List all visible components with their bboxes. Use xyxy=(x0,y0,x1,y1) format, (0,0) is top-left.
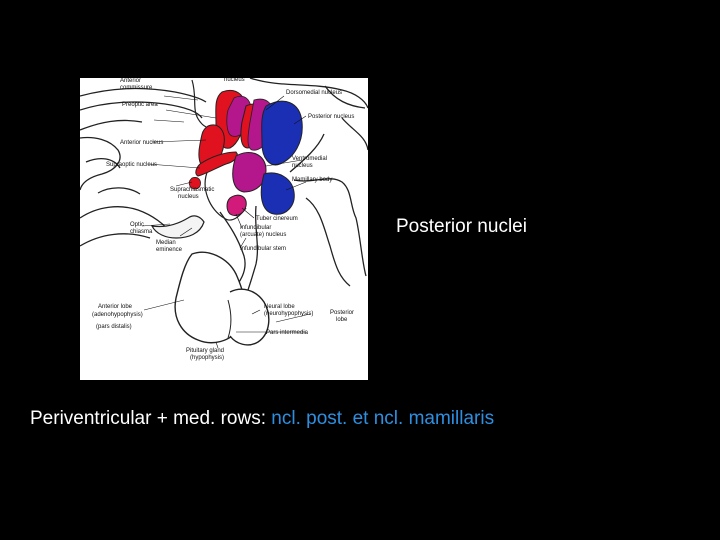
label-infundibular-2: (arcuate) nucleus xyxy=(240,232,286,238)
label-anterior-commissure-1: Anterior xyxy=(120,78,141,84)
nuclei xyxy=(188,90,303,217)
label-anterior-commissure-2: commissure xyxy=(120,85,153,91)
label-anterior-lobe-3: (pars distalis) xyxy=(96,324,132,330)
ventromedial-purple-nucleus xyxy=(232,152,267,193)
infundibular-magenta-nucleus xyxy=(226,194,247,217)
pituitary-anterior-lobe xyxy=(174,251,246,344)
label-tuber-cinereum: Tuber cinereum xyxy=(256,216,298,222)
label-optic-chiasma-2: chiasma xyxy=(130,229,153,235)
hypothalamus-diagram: nucleus Anterior commissure Preoptic are… xyxy=(80,78,368,380)
label-posterior-lobe-1: Posterior xyxy=(330,310,354,316)
label-pituitary-1: Pituitary gland xyxy=(186,348,224,354)
label-median-eminence-2: eminence xyxy=(156,247,183,253)
label-anterior-lobe-1: Anterior lobe xyxy=(98,304,133,310)
label-median-eminence-1: Median xyxy=(156,240,176,246)
pituitary-neural-lobe xyxy=(229,288,270,346)
hypothalamus-drawing: nucleus Anterior commissure Preoptic are… xyxy=(80,78,368,361)
label-pars-intermedia: Pars intermedia xyxy=(266,330,309,336)
posterior-nuclei-label: Posterior nuclei xyxy=(396,216,527,237)
label-mamillary-body: Mamillary body xyxy=(292,177,332,183)
label-supraoptic-nucleus: Supraoptic nucleus xyxy=(106,162,157,168)
label-infundibular-stem: Infundibular stem xyxy=(240,246,286,252)
mamillary-blue-body xyxy=(260,172,295,215)
supraoptic-red-nucleus xyxy=(195,151,238,177)
label-posterior-nucleus: Posterior nucleus xyxy=(308,114,354,120)
brain-outline xyxy=(80,78,368,287)
label-anterior-nucleus: Anterior nucleus xyxy=(120,140,163,146)
caption-prefix: Periventricular + med. rows: xyxy=(30,408,272,429)
label-suprachiasmatic-2: nucleus xyxy=(178,194,199,200)
label-dorsomedial-nucleus: Dorsomedial nucleus xyxy=(286,90,342,96)
label-posterior-lobe-2: lobe xyxy=(336,317,348,323)
label-anterior-lobe-2: (adenohypophysis) xyxy=(92,312,143,318)
suprachiasmatic-red-nucleus xyxy=(188,177,201,190)
caption-highlight: ncl. post. et ncl. mamillaris xyxy=(271,408,495,429)
posterior-blue-nucleus xyxy=(261,100,303,166)
label-optic-chiasma-1: Optic xyxy=(130,222,144,228)
slide-caption: Periventricular + med. rows: ncl. post. … xyxy=(30,408,494,430)
label-ventromedial-2: nucleus xyxy=(292,163,313,169)
label-ventromedial-1: Ventromedial xyxy=(292,156,327,162)
label-top-cut: nucleus xyxy=(224,78,245,83)
label-suprachiasmatic-1: Suprachiasmatic xyxy=(170,187,214,193)
label-infundibular-1: Infundibular xyxy=(240,225,271,231)
diagram-labels: nucleus Anterior commissure Preoptic are… xyxy=(92,78,354,361)
label-preoptic-area: Preoptic area xyxy=(122,102,158,108)
label-pituitary-2: (hypophysis) xyxy=(190,355,224,361)
leader-lines xyxy=(141,95,311,349)
label-neural-lobe-1: Neural lobe xyxy=(264,304,295,310)
label-neural-lobe-2: (neurohypophysis) xyxy=(264,311,313,317)
